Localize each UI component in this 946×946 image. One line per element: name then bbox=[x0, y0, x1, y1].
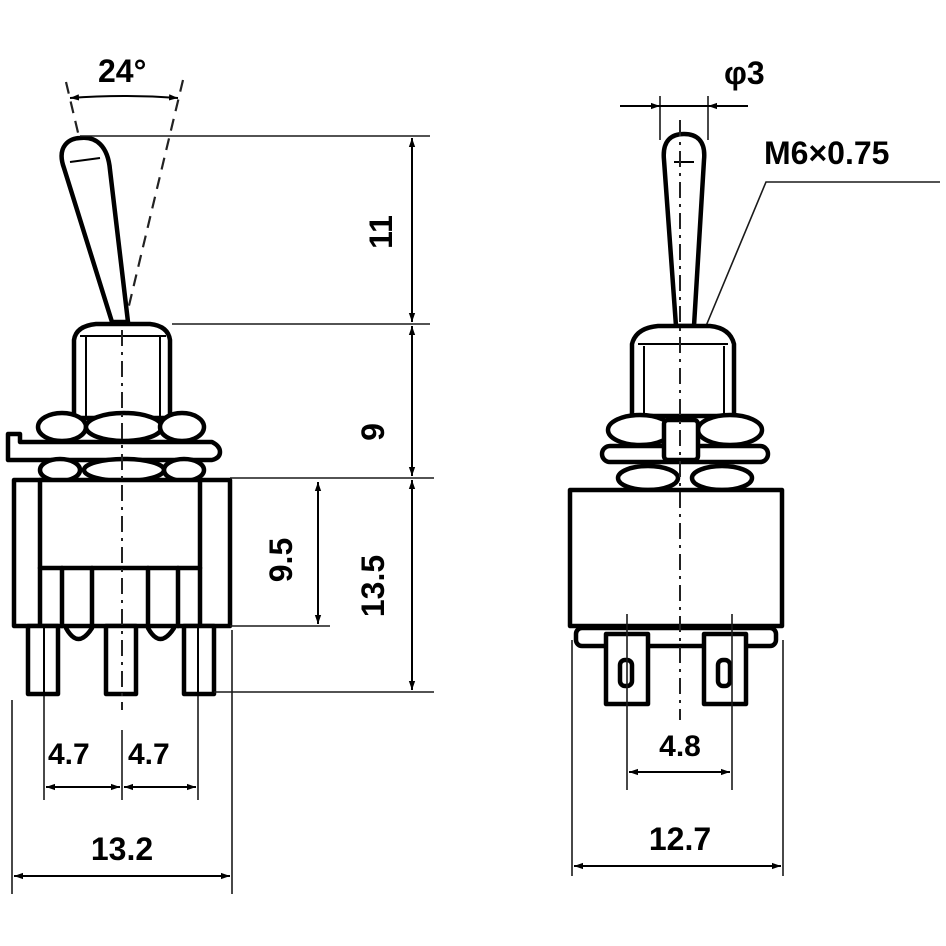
lever-tip-mark bbox=[69, 157, 101, 163]
label-lever-height: 11 bbox=[363, 215, 399, 249]
dim-terminal-pitch: 4.8 bbox=[629, 730, 730, 776]
dim-pin-pitch: 4.7 4.7 bbox=[46, 738, 196, 791]
dim-lever-height: 11 bbox=[363, 138, 416, 322]
label-lever-angle: 24° bbox=[98, 53, 146, 89]
label-pin-pitch-right: 4.7 bbox=[128, 738, 170, 771]
label-body-height: 9.5 bbox=[263, 538, 299, 582]
dim-lever-angle: 24° bbox=[69, 53, 179, 101]
label-terminal-pitch: 4.8 bbox=[659, 730, 701, 763]
label-bushing-height: 9 bbox=[355, 423, 391, 441]
lever-tilted bbox=[59, 135, 131, 325]
dim-bushing-height: 9 bbox=[355, 326, 416, 476]
nut-washer-stack bbox=[5, 410, 223, 484]
switch-body-front bbox=[567, 487, 785, 629]
front-extension-lines bbox=[571, 614, 784, 876]
side-extension-lines bbox=[11, 135, 434, 894]
label-front-body-width: 12.7 bbox=[649, 821, 711, 857]
bushing-front bbox=[629, 323, 737, 419]
dim-side-body-width: 13.2 bbox=[14, 831, 230, 880]
label-lever-diameter: φ3 bbox=[724, 55, 765, 91]
dim-overall-height: 13.5 bbox=[355, 480, 416, 690]
side-view: 24° 11 9 9.5 13.5 4.7 4.7 bbox=[5, 53, 434, 894]
dim-lever-diameter: φ3 bbox=[620, 55, 765, 140]
dim-front-body-width: 12.7 bbox=[574, 821, 781, 870]
label-side-body-width: 13.2 bbox=[91, 831, 153, 867]
nut-washer-stack-front bbox=[599, 412, 771, 493]
label-overall-height: 13.5 bbox=[355, 555, 391, 617]
label-pin-pitch-left: 4.7 bbox=[48, 738, 90, 771]
dim-body-height: 9.5 bbox=[263, 482, 322, 624]
lever-front bbox=[661, 131, 707, 329]
front-view: φ3 M6×0.75 bbox=[567, 55, 940, 876]
label-thread-spec: M6×0.75 bbox=[764, 135, 889, 171]
thread-leader: M6×0.75 bbox=[705, 135, 940, 327]
terminal-tabs bbox=[603, 631, 749, 707]
